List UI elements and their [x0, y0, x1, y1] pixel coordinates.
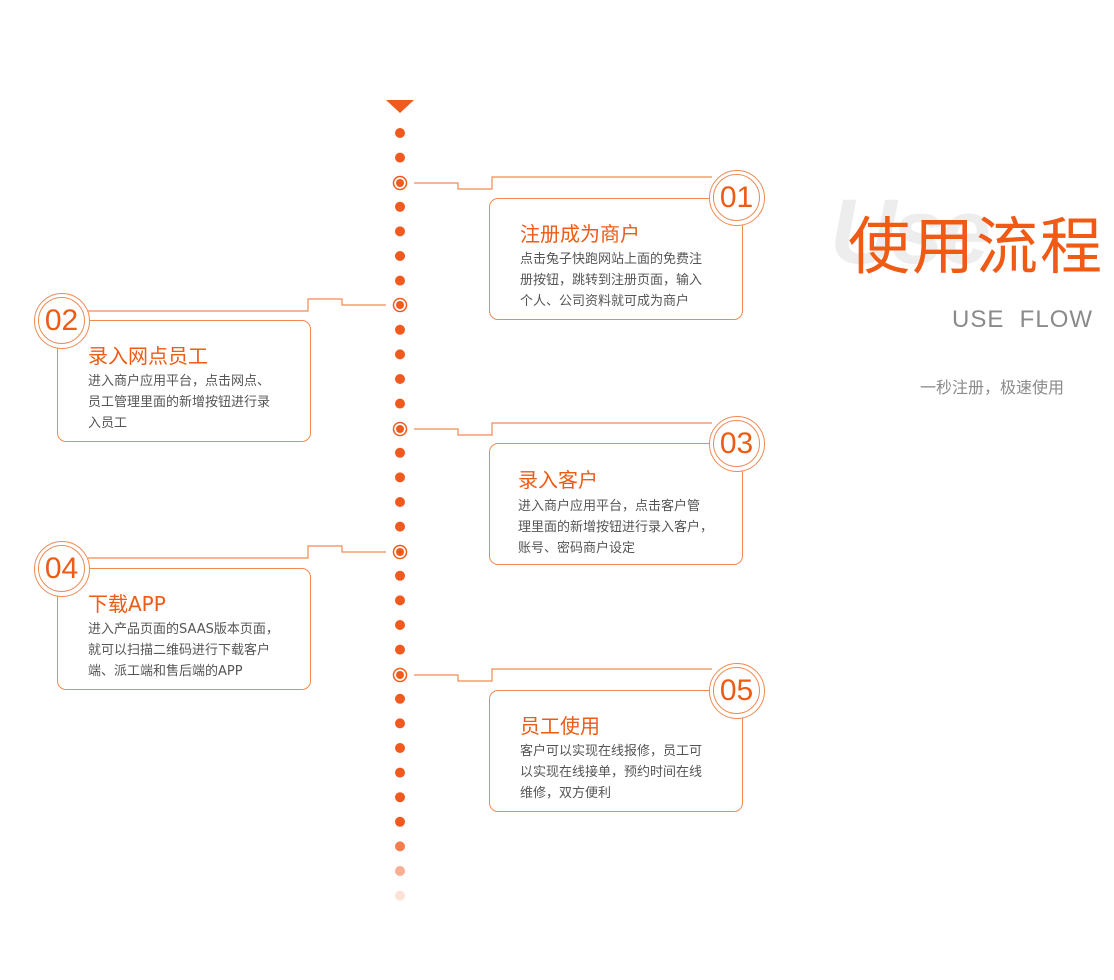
step-connector-line: [88, 298, 386, 312]
page-tagline: 一秒注册，极速使用: [920, 378, 1065, 397]
page-subtitle: USE FLOW: [952, 306, 1094, 333]
description-line: 员工管理里面的新增按钮进行录: [88, 395, 271, 410]
step-card-2: 录入网点员工 进入商户应用平台，点击网点、 员工管理里面的新增按钮进行录 入员工: [57, 320, 311, 442]
timeline-dot: [395, 841, 405, 852]
timeline-marker-core: [396, 179, 404, 187]
description-line: 点击兔子快跑网站上面的免费注: [520, 252, 703, 267]
step-connector-line: [414, 422, 712, 436]
description-line: 账号、密码商户设定: [518, 541, 636, 556]
timeline-dot: [395, 521, 405, 532]
step-connector-line: [88, 545, 386, 559]
timeline-dot: [395, 570, 405, 581]
page-title: 使用流程: [848, 210, 1105, 283]
timeline-dot: [395, 152, 405, 163]
step-badge-5: 05: [709, 663, 765, 719]
timeline-dot: [395, 472, 405, 483]
step-description: 进入商户应用平台，点击网点、 员工管理里面的新增按钮进行录 入员工: [88, 371, 288, 434]
timeline-dot: [395, 620, 405, 630]
timeline-dot: [395, 767, 405, 778]
timeline-dot: [395, 275, 405, 286]
description-line: 入员工: [88, 416, 128, 431]
timeline-marker-core: [396, 425, 404, 433]
step-card-5: 员工使用 客户可以实现在线报修，员工可 以实现在线接单，预约时间在线 维修，双方…: [489, 690, 743, 812]
step-badge-2: 02: [34, 293, 90, 349]
timeline-dot: [395, 128, 405, 138]
description-line: 进入产品页面的SAAS版本页面，: [88, 622, 279, 637]
step-card-1: 注册成为商户 点击兔子快跑网站上面的免费注 册按钮，跳转到注册页面，输入 个人、…: [489, 198, 743, 320]
step-connector-line: [414, 668, 712, 682]
description-line: 维修，双方便利: [520, 786, 612, 801]
description-line: 以实现在线接单，预约时间在线: [520, 765, 703, 780]
timeline-dot: [395, 644, 405, 655]
timeline-marker-ring: [392, 175, 408, 191]
description-line: 册按钮，跳转到注册页面，输入: [520, 273, 703, 288]
step-badge-3: 03: [709, 416, 765, 472]
description-line: 进入商户应用平台，点击客户管: [518, 499, 701, 514]
step-description: 进入商户应用平台，点击客户管 理里面的新增按钮进行录入客户， 账号、密码商户设定: [518, 496, 728, 559]
timeline-dot: [395, 447, 405, 458]
timeline-marker-core: [396, 548, 404, 556]
step-badge-1: 01: [709, 170, 765, 226]
timeline-marker-core: [396, 671, 404, 679]
step-card-4: 下载APP 进入产品页面的SAAS版本页面， 就可以扫描二维码进行下载客户 端、…: [57, 568, 311, 690]
step-description: 客户可以实现在线报修，员工可 以实现在线接单，预约时间在线 维修，双方便利: [520, 741, 720, 804]
timeline-dot: [395, 693, 405, 704]
timeline-dot: [395, 251, 405, 261]
timeline-dot: [395, 374, 405, 384]
step-title: 下载APP: [88, 592, 166, 616]
timeline-marker-ring: [392, 421, 408, 437]
step-connector-line: [414, 176, 712, 190]
step-number: 01: [713, 174, 760, 221]
timeline-marker-ring: [392, 544, 408, 560]
timeline-dot: [395, 816, 405, 827]
step-title: 注册成为商户: [520, 222, 640, 246]
timeline-dot: [395, 743, 405, 753]
description-line: 客户可以实现在线报修，员工可: [520, 744, 703, 759]
timeline-dot: [395, 866, 405, 876]
step-title: 录入客户: [518, 468, 598, 492]
step-number: 05: [713, 667, 760, 714]
timeline-dot: [395, 398, 405, 409]
timeline-dots: [392, 128, 408, 901]
step-title: 录入网点员工: [88, 344, 208, 368]
description-line: 个人、公司资料就可成为商户: [520, 294, 690, 309]
timeline-dot: [395, 201, 405, 212]
step-description: 点击兔子快跑网站上面的免费注 册按钮，跳转到注册页面，输入 个人、公司资料就可成…: [520, 249, 720, 312]
timeline-dot: [395, 718, 405, 729]
timeline-dot: [395, 349, 405, 360]
description-line: 理里面的新增按钮进行录入客户，: [518, 520, 714, 535]
description-line: 进入商户应用平台，点击网点、: [88, 374, 271, 389]
timeline-arrow-icon: [386, 100, 414, 113]
timeline-dot: [395, 324, 405, 335]
timeline-dot: [395, 497, 405, 507]
timeline-dot: [395, 890, 405, 901]
decorative-watermark: Use: [830, 181, 991, 283]
description-line: 就可以扫描二维码进行下载客户: [88, 643, 271, 658]
timeline-dot: [395, 226, 405, 237]
step-title: 员工使用: [520, 714, 600, 738]
timeline-marker-ring: [392, 297, 408, 313]
step-number: 04: [38, 545, 85, 592]
timeline-dot: [395, 792, 405, 803]
timeline-marker-core: [396, 301, 404, 309]
description-line: 端、派工端和售后端的APP: [88, 664, 243, 679]
step-card-3: 录入客户 进入商户应用平台，点击客户管 理里面的新增按钮进行录入客户， 账号、密…: [489, 443, 743, 565]
step-number: 02: [38, 297, 85, 344]
timeline-dot: [395, 595, 405, 606]
step-number: 03: [713, 420, 760, 467]
timeline-marker-ring: [392, 667, 408, 683]
step-description: 进入产品页面的SAAS版本页面， 就可以扫描二维码进行下载客户 端、派工端和售后…: [88, 619, 298, 682]
step-badge-4: 04: [34, 541, 90, 597]
